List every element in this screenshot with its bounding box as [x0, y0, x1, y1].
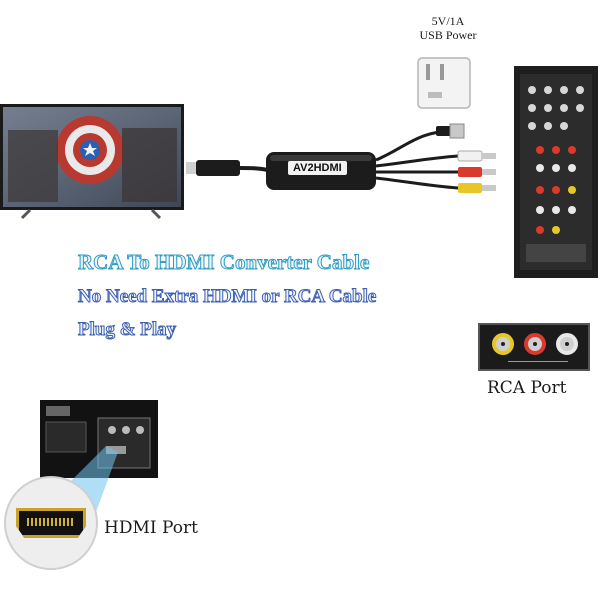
hdmi-port-socket [16, 508, 86, 538]
hdmi-port-icon [4, 476, 98, 570]
rca-jack-yellow [492, 333, 514, 355]
rca-plugs [457, 150, 496, 193]
power-spec: 5V/1A [431, 14, 465, 28]
usb-power-label: 5V/1A USB Power [400, 14, 496, 42]
rca-jack-white [556, 333, 578, 355]
tv-icon [0, 104, 184, 220]
headline-subtitle: No Need Extra HDMI or RCA Cable [77, 286, 377, 308]
rca-port-label: RCA Port [487, 378, 567, 398]
rca-cables [375, 130, 459, 190]
headline-tagline: Plug & Play [77, 319, 177, 341]
rca-panel-caption [508, 361, 568, 366]
hdmi-port-label: HDMI Port [104, 518, 198, 538]
rca-jack-icon [478, 323, 590, 371]
headline-title: RCA To HDMI Converter Cable [77, 250, 370, 275]
rca-jack-red [524, 333, 546, 355]
converter-logo: AV2HDMI [288, 161, 347, 175]
usb-power-adapter-icon [417, 57, 471, 109]
usb-plug [436, 123, 465, 139]
power-caption: USB Power [419, 28, 477, 42]
av-receiver-icon [514, 66, 598, 278]
hdmi-cable [186, 160, 269, 176]
